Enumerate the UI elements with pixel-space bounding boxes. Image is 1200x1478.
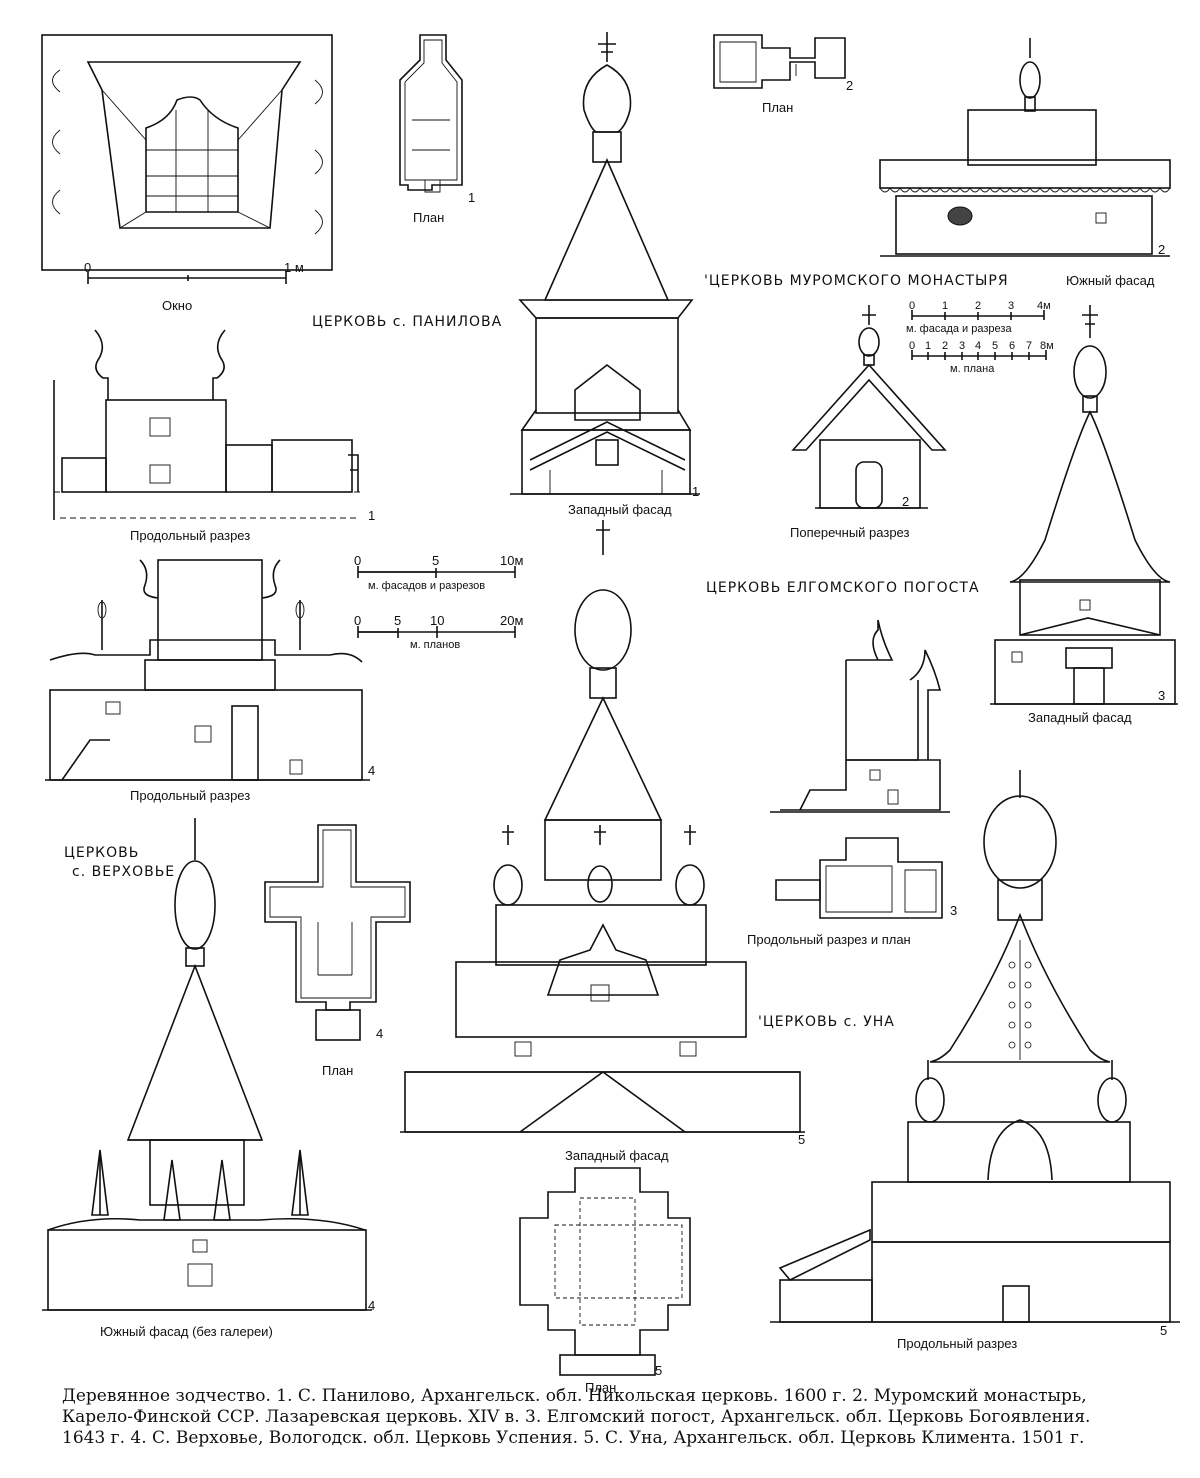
main-scales: 0 5 10м м. фасадов и разрезов 0 5 10 20м… [354, 553, 523, 651]
muromsky-plan-tick-6: 6 [1009, 340, 1015, 352]
section-4-number: 4 [368, 763, 375, 778]
title-verkhovye-2: с. ВЕРХОВЬЕ [72, 864, 175, 880]
church-panilovo-section: 1 Продольный разрез [53, 329, 375, 543]
cross-section-number: 2 [902, 494, 909, 509]
title-muromskogo: 'ЦЕРКОВЬ МУРОМСКОГО МОНАСТЫРЯ [704, 273, 1009, 289]
main-plan-tick-0: 0 [354, 613, 361, 628]
muromsky-plan-tick-3: 3 [959, 340, 965, 352]
elgomsky-plan-number: 3 [950, 903, 957, 918]
muromsky-facade-tick-4: 4м [1037, 300, 1051, 312]
church-4-number: 4 [368, 1298, 375, 1313]
main-plan-scale-caption: м. планов [410, 639, 460, 651]
church-muromsky-south-facade: 2 Южный фасад [879, 38, 1171, 288]
church-5-number: 5 [798, 1132, 805, 1147]
main-facade-tick-0: 0 [354, 553, 361, 568]
muromsky-number: 2 [1158, 242, 1165, 257]
section-4-label: Продольный разрез [130, 788, 250, 803]
elgomsky-facade-number: 3 [1158, 688, 1165, 703]
plan-1-label: План [413, 210, 444, 225]
main-plan-tick-3: 20м [500, 613, 523, 628]
window-label: Окно [162, 298, 192, 313]
church-5-section-number: 5 [1160, 1323, 1167, 1338]
plan-4: 4 План [264, 824, 411, 1078]
muromsky-facade-tick-3: 3 [1008, 300, 1014, 312]
section-1-label: Продольный разрез [130, 528, 250, 543]
church-5-section-label: Продольный разрез [897, 1336, 1017, 1351]
main-facade-scale-caption: м. фасадов и разрезов [368, 580, 485, 592]
caption-line-3: 1643 г. 4. С. Верховье, Вологодск. обл. … [62, 1428, 1085, 1448]
muromsky-plan-tick-1: 1 [925, 340, 931, 352]
main-facade-tick-1: 5 [432, 553, 439, 568]
window-scale-start: 0 [84, 260, 91, 275]
main-plan-tick-2: 10 [430, 613, 444, 628]
muromsky-scales: 0 1 2 3 4м м. фасада и разреза 0 1 2 3 4… [906, 300, 1054, 375]
church-5-west-label: Западный фасад [565, 1148, 669, 1163]
window-drawing: 0 1 м Окно [41, 34, 333, 313]
church-1-west-label: Западный фасад [568, 502, 672, 517]
muromsky-facade-tick-2: 2 [975, 300, 981, 312]
church-elgomsky-section-and-plan: 3 Продольный разрез и план [747, 619, 957, 947]
title-verkhovye-1: ЦЕРКОВЬ [64, 845, 139, 861]
main-facade-tick-2: 10м [500, 553, 523, 568]
plan-4-number: 4 [376, 1026, 383, 1041]
muromsky-plan-tick-8: 8м [1040, 340, 1054, 352]
plan-5-number: 5 [655, 1363, 662, 1378]
plan-2-label: План [762, 100, 793, 115]
elgomsky-section-plan-label: Продольный разрез и план [747, 932, 911, 947]
church-muromsky-cross-section: 2 Поперечный разрез [790, 305, 947, 540]
muromsky-facade-scale-caption: м. фасада и разреза [906, 323, 1012, 335]
muromsky-plan-tick-4: 4 [975, 340, 981, 352]
church-elgomsky-west-facade: 3 Западный фасад [990, 305, 1178, 725]
title-elgomskogo: ЦЕРКОВЬ ЕЛГОМСКОГО ПОГОСТА [706, 580, 980, 596]
section-1-number: 1 [368, 508, 375, 523]
figure-caption: Деревянное зодчество. 1. С. Панилово, Ар… [62, 1386, 1172, 1449]
muromsky-plan-tick-2: 2 [942, 340, 948, 352]
muromsky-plan-tick-0: 0 [909, 340, 915, 352]
caption-line-1: Деревянное зодчество. 1. С. Панилово, Ар… [62, 1386, 1087, 1406]
church-panilovo-west-facade: 1 Западный фасад [510, 32, 700, 517]
church-4-south-label: Южный фасад (без галереи) [100, 1324, 273, 1339]
plan-5-label: План [585, 1380, 616, 1395]
title-una: 'ЦЕРКОВЬ с. УНА [758, 1014, 895, 1030]
elgomsky-west-label: Западный фасад [1028, 710, 1132, 725]
plan-1-number: 1 [468, 190, 475, 205]
church-verkhovye-south-facade: 4 Южный фасад (без галереи) [42, 818, 375, 1339]
muromsky-plan-tick-5: 5 [992, 340, 998, 352]
plan-2-number: 2 [846, 78, 853, 93]
caption-line-2: Карело-Финской ССР. Лазаревская церковь.… [62, 1407, 1091, 1427]
church-una-section: 5 Продольный разрез [770, 770, 1180, 1351]
muromsky-plan-tick-7: 7 [1026, 340, 1032, 352]
cross-section-label: Поперечный разрез [790, 525, 909, 540]
main-plan-tick-1: 5 [394, 613, 401, 628]
plan-1: 1 План [399, 34, 475, 225]
muromsky-facade-tick-0: 0 [909, 300, 915, 312]
plan-muromsky: 2 План [713, 34, 853, 115]
church-una-west-facade: 5 Западный фасад [400, 520, 805, 1163]
plan-4-label: План [322, 1063, 353, 1078]
church-verkhovye-section: 4 Продольный разрез [45, 559, 375, 803]
title-panilova: ЦЕРКОВЬ с. ПАНИЛОВА [312, 314, 502, 330]
muromsky-plan-scale-caption: м. плана [950, 363, 995, 375]
muromsky-facade-tick-1: 1 [942, 300, 948, 312]
muromsky-south-label: Южный фасад [1066, 273, 1155, 288]
plan-5: 5 План [519, 1167, 691, 1395]
window-scale-end: 1 м [284, 260, 304, 275]
church-1-number: 1 [692, 484, 699, 499]
